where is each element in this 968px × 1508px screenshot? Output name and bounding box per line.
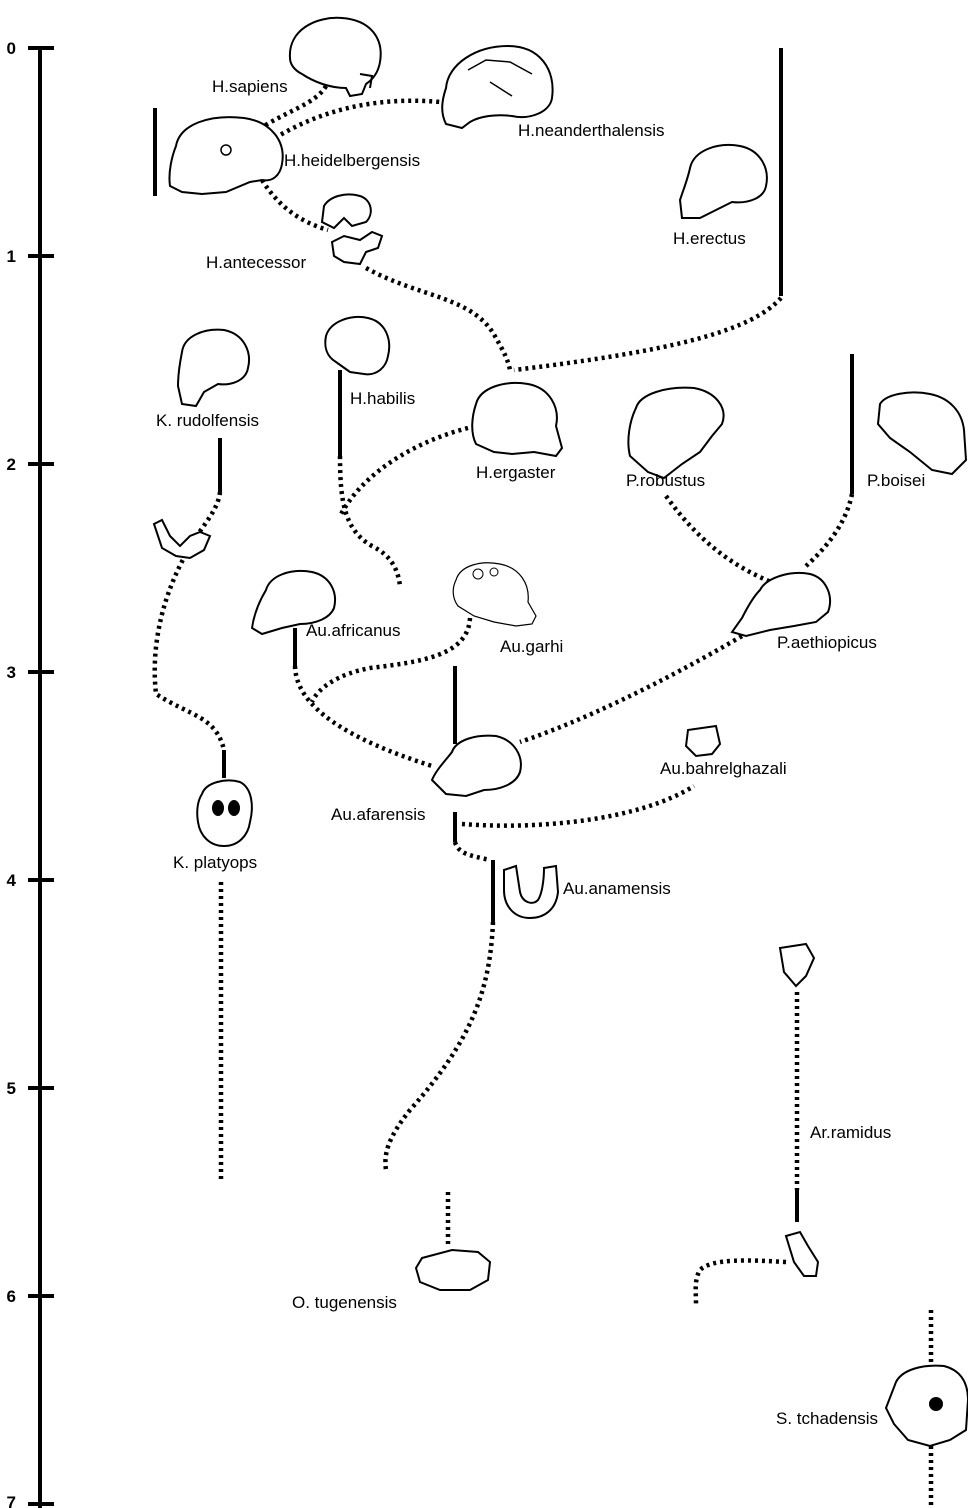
au-anamensis-jaw-icon: [503, 864, 560, 920]
link-habilis-down: [337, 455, 403, 587]
link-afarensis-anamensis: [452, 841, 491, 863]
link-antecessor-ergaster: [364, 266, 513, 371]
label-s-tchadensis: S. tchadensis: [776, 1409, 878, 1428]
label-p-aethiopicus: P.aethiopicus: [777, 633, 877, 652]
ar-ramidus-tooth-icon: [778, 942, 816, 988]
label-au-bahrelghazali: Au.bahrelghazali: [660, 759, 787, 778]
ar-ramidus-jaw-icon: [784, 1230, 820, 1277]
h-heidelbergensis-skull-icon: [168, 116, 284, 196]
au-africanus-skull-icon: [250, 570, 336, 636]
au-garhi-skull-icon: [452, 562, 537, 627]
h-erectus-skull-icon: [678, 144, 768, 219]
axis-tick-label: 2: [7, 455, 16, 474]
au-afarensis-skull-icon: [430, 734, 522, 798]
k-platyops-skull-icon: [196, 779, 253, 848]
label-k-platyops: K. platyops: [173, 853, 257, 872]
link-heidelbergensis-neanderthalensis: [273, 98, 441, 140]
lineage-links: [152, 84, 934, 1508]
jaw-fragment-icon: [152, 518, 212, 560]
link-afarensis-bahrelghazali: [461, 784, 696, 828]
label-h-antecessor: H.antecessor: [206, 253, 306, 272]
axis-tick-label: 6: [7, 1287, 16, 1306]
label-p-boisei: P.boisei: [867, 471, 925, 490]
link-africanus-afarensis: [292, 665, 433, 769]
h-ergaster-skull-icon: [471, 382, 564, 458]
label-k-rudolfensis: K. rudolfensis: [156, 411, 259, 430]
h-neanderthalensis-skull-icon: [441, 44, 554, 130]
range-bars: [153, 48, 854, 1222]
axis-tick-label: 4: [7, 871, 17, 890]
k-rudolfensis-skull-icon: [176, 328, 250, 408]
axis-tick-label: 5: [7, 1079, 16, 1098]
link-ergaster-habilis: [338, 425, 469, 518]
species-labels: H.sapiens H.neanderthalensis H.heidelber…: [156, 77, 925, 1428]
p-robustus-skull-icon: [627, 386, 725, 480]
label-o-tugenensis: O. tugenensis: [292, 1293, 397, 1312]
label-au-afarensis: Au.afarensis: [331, 805, 426, 824]
label-h-heidelbergensis: H.heidelbergensis: [284, 151, 420, 170]
h-habilis-skull-icon: [324, 316, 391, 376]
label-p-robustus: P.robustus: [626, 471, 705, 490]
fossils: [152, 16, 968, 1448]
axis-ticks: [28, 46, 54, 1506]
axis-tick-label: 1: [7, 247, 16, 266]
link-aethiopicus-afarensis: [519, 634, 744, 745]
axis-tick-label: 3: [7, 663, 16, 682]
link-robustus-aethiopicus: [664, 494, 777, 587]
link-anamensis-down: [383, 921, 496, 1171]
p-boisei-skull-icon: [876, 391, 968, 476]
label-h-ergaster: H.ergaster: [476, 463, 556, 482]
axis-tick-label: 0: [7, 39, 16, 58]
label-ar-ramidus: Ar.ramidus: [810, 1123, 891, 1142]
label-h-sapiens: H.sapiens: [212, 77, 288, 96]
link-heidelbergensis-antecessor: [260, 178, 329, 233]
link-jaw-platyops: [152, 552, 227, 751]
o-tugenensis-fossil-icon: [414, 1248, 492, 1291]
label-h-erectus: H.erectus: [673, 229, 746, 248]
label-au-africanus: Au.africanus: [306, 621, 401, 640]
label-h-neanderthalensis: H.neanderthalensis: [518, 121, 664, 140]
p-aethiopicus-skull-icon: [730, 572, 831, 638]
link-ramidus-left: [693, 1258, 787, 1305]
h-antecessor-fossil-icon: [320, 193, 384, 266]
label-h-habilis: H.habilis: [350, 389, 415, 408]
h-sapiens-skull-icon: [288, 16, 382, 98]
s-tchadensis-skull-icon: [884, 1364, 968, 1448]
link-erectus-ergaster: [513, 296, 783, 373]
link-boisei-aethiopicus: [804, 493, 855, 568]
axis-tick-label: 7: [7, 1493, 16, 1508]
time-axis: 0 1 2 3 4 5 6 7: [7, 39, 54, 1508]
label-au-anamensis: Au.anamensis: [563, 879, 671, 898]
au-bahrelghazali-jaw-icon: [684, 724, 722, 758]
label-au-garhi: Au.garhi: [500, 637, 563, 656]
